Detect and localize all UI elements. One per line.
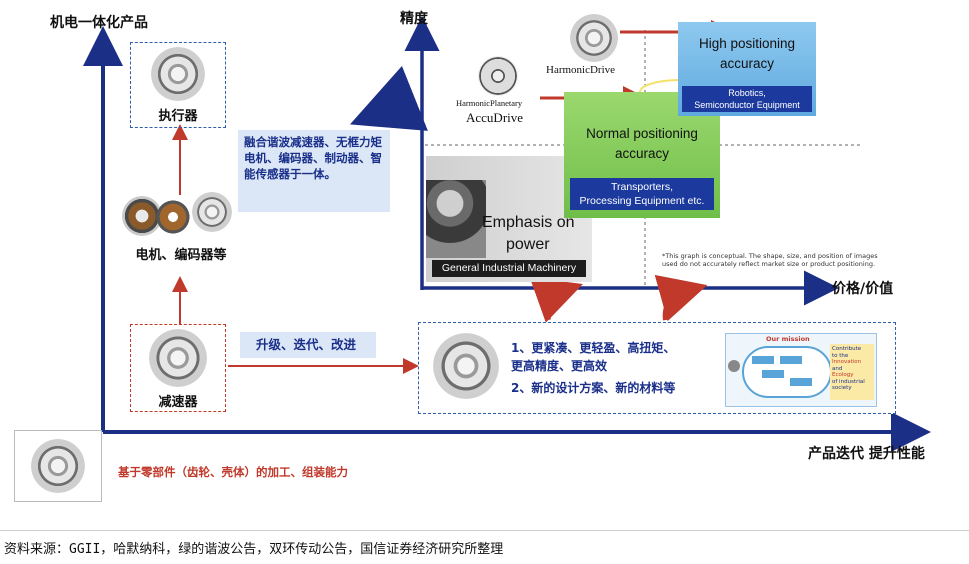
reducer-box: 减速器: [130, 324, 226, 412]
mission-side-3: Innovation: [832, 359, 862, 365]
improvement-line-3: 2、新的设计方案、新的材料等: [511, 381, 676, 395]
high-accuracy-box: High positioning accuracy Robotics, Semi…: [678, 22, 816, 116]
high-title-1: High positioning: [698, 36, 796, 51]
gear-base-box: [14, 430, 102, 502]
mission-side-6: of industrial: [832, 378, 865, 385]
chart-note: *This graph is conceptual. The shape, si…: [662, 252, 878, 268]
harmonic-drive-image: [570, 14, 618, 62]
actuator-box: 执行器: [130, 42, 226, 128]
high-sub-band: Robotics, Semiconductor Equipment: [682, 86, 812, 112]
mission-side-2: to the: [832, 352, 849, 359]
upgrade-box: 升级、迭代、改进: [240, 332, 376, 358]
inner-x-axis-label: 价格/价值: [832, 281, 894, 297]
actuator-label: 执行器: [158, 109, 198, 124]
integration-box: 融合谐波减速器、无框力矩电机、编码器、制动器、智能传感器于一体。: [238, 130, 390, 212]
accudrive-logo: AccuDrive: [466, 110, 524, 125]
high-sub-1: Robotics,: [728, 88, 766, 98]
reducer-image: [149, 329, 207, 387]
emphasis-title-2: power: [506, 236, 550, 253]
improvement-line-1: 1、更紧凑、更轻盈、高扭矩、: [511, 341, 676, 355]
emphasis-title-1: Emphasis on: [482, 214, 575, 231]
motor-encoder-label: 电机、编码器等: [135, 248, 227, 263]
mission-side-5: Ecology: [832, 372, 854, 378]
normal-sub-1: Transporters,: [610, 181, 674, 193]
harmonic-drive-logo: HarmonicDrive: [546, 64, 616, 76]
gear-image: [31, 439, 85, 493]
emphasis-box: Emphasis on power General Industrial Mac…: [426, 156, 592, 282]
main-axes: [83, 16, 931, 452]
mission-side-7: society: [832, 385, 852, 391]
mission-title: Our mission: [766, 335, 810, 343]
improvements-box: 1、更紧凑、更轻盈、高扭矩、 更高精度、更高效 2、新的设计方案、新的材料等 O…: [418, 322, 896, 414]
high-title-2: accuracy: [719, 56, 775, 71]
base-caption: 基于零部件（齿轮、壳体）的加工、组装能力: [118, 465, 348, 479]
reducer-label: 减速器: [158, 395, 198, 410]
main-x-axis-label: 产品迭代 提升性能: [808, 446, 925, 462]
main-y-axis-label: 机电一体化产品: [50, 15, 148, 31]
mission-side-4: and: [832, 365, 843, 372]
normal-sub-2: Processing Equipment etc.: [579, 195, 705, 207]
chart-note-1: *This graph is conceptual. The shape, si…: [662, 252, 878, 260]
high-sub-2: Semiconductor Equipment: [694, 100, 800, 110]
source-divider: [0, 530, 969, 531]
inner-y-axis-label: 精度: [400, 11, 428, 27]
chart-note-2: used do not accurately reflect market si…: [662, 260, 876, 268]
improvement-line-2: 更高精度、更高效: [511, 359, 608, 373]
emphasis-sub: General Industrial Machinery: [432, 260, 586, 277]
mission-graphic: Our mission Contribute to the Innovation…: [725, 333, 877, 407]
harmonic-reducer-image: [433, 333, 499, 399]
machinery-image: [426, 180, 486, 258]
mission-side-1: Contribute: [832, 346, 862, 352]
actuator-image: [151, 47, 205, 101]
motor-encoder-image: [122, 192, 232, 244]
normal-title-1: Normal positioning: [586, 126, 698, 141]
normal-title-2: accuracy: [614, 146, 670, 161]
harmonic-planetary-image: [478, 56, 518, 96]
harmonic-planetary-logo: HarmonicPlanetary: [456, 98, 523, 108]
source-text: 资料来源：GGII，哈默纳科，绿的谐波公告，双环传动公告，国信证券经济研究所整理: [4, 542, 504, 557]
normal-sub-band: Transporters, Processing Equipment etc.: [570, 178, 714, 210]
